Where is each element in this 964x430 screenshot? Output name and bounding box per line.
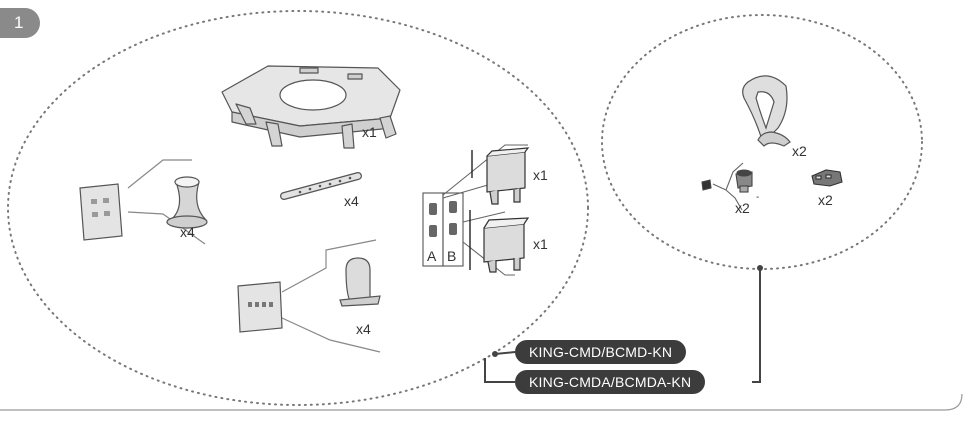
clip-selector [422,144,528,276]
model-label-cmd: KING-CMD/BCMD-KN [515,340,687,364]
main-parts-group-outline [7,10,589,406]
connector-dot-right [757,265,763,271]
quantity-top-plate: x1 [362,124,377,140]
clip-a-part [486,147,530,205]
quantity-cone-foot: x4 [180,224,195,240]
armrest-parts-group-outline [601,14,923,270]
quantity-knob: x2 [735,200,750,216]
cone-foot-part [79,159,208,245]
step-badge: 1 [0,8,40,38]
clip-option-a: A [427,248,437,264]
bottom-frame-line [0,393,963,411]
top-plate-part [221,65,401,149]
clip-option-b: B [447,248,457,264]
step-number: 1 [14,13,24,32]
quantity-clip-b: x1 [533,236,548,252]
rod-part [280,172,362,200]
clip-b-part [483,217,530,273]
hook-mount-part [237,239,381,353]
quantity-clip-a: x1 [533,167,548,183]
connector-dot-left [492,351,498,357]
bracket-part [811,169,843,187]
quantity-armrest: x2 [792,143,807,159]
quantity-bracket: x2 [818,192,833,208]
armrest-part [742,75,791,147]
quantity-knob-mark: - [756,192,760,203]
knob-part [701,162,753,211]
quantity-hook-mount: x4 [356,321,371,337]
model-connector-lines [484,268,761,383]
model-label-cmda: KING-CMDA/BCMDA-KN [515,370,706,394]
quantity-rod: x4 [344,193,359,209]
